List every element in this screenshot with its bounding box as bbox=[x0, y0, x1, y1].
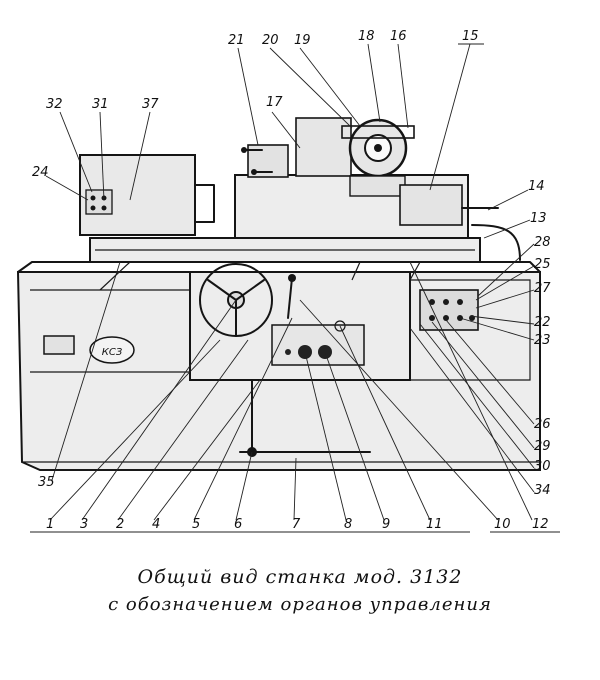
label-4: 4 bbox=[152, 517, 160, 532]
label-21: 21 bbox=[228, 33, 245, 48]
left-panel-window bbox=[43, 335, 75, 355]
label-14: 14 bbox=[528, 179, 545, 194]
label-16: 16 bbox=[390, 29, 407, 44]
label-1: 1 bbox=[46, 517, 54, 532]
label-31: 31 bbox=[92, 97, 109, 112]
panel-button[interactable] bbox=[429, 315, 435, 321]
label-25: 25 bbox=[534, 257, 551, 272]
label-37: 37 bbox=[142, 97, 159, 112]
label-35: 35 bbox=[38, 475, 55, 490]
headstock-panel bbox=[85, 189, 113, 215]
label-26: 26 bbox=[534, 417, 551, 432]
label-10: 10 bbox=[494, 517, 511, 532]
panel-button[interactable] bbox=[443, 315, 449, 321]
label-12: 12 bbox=[532, 517, 549, 532]
caption-line-1: Общий вид станка мод. 3132 bbox=[137, 566, 463, 588]
label-9: 9 bbox=[382, 517, 390, 532]
label-27: 27 bbox=[534, 281, 551, 296]
panel-button[interactable] bbox=[457, 299, 463, 305]
tailstock bbox=[399, 184, 463, 226]
label-24: 24 bbox=[32, 165, 49, 180]
label-29: 29 bbox=[534, 439, 551, 454]
emblem bbox=[89, 336, 135, 364]
label-20: 20 bbox=[262, 33, 279, 48]
label-28: 28 bbox=[534, 235, 551, 250]
label-8: 8 bbox=[344, 517, 352, 532]
control-lever[interactable] bbox=[287, 277, 293, 319]
label-18: 18 bbox=[358, 29, 375, 44]
label-5: 5 bbox=[192, 517, 200, 532]
label-19: 19 bbox=[294, 33, 311, 48]
label-3: 3 bbox=[80, 517, 88, 532]
part-labels: 21 20 19 18 16 15 32 31 37 17 24 14 13 2… bbox=[32, 29, 551, 532]
caption-line-2: с обозначением органов управления bbox=[108, 594, 492, 615]
label-11: 11 bbox=[426, 517, 443, 532]
panel-button[interactable] bbox=[429, 299, 435, 305]
callout-lines bbox=[30, 43, 560, 533]
emblem-text: КСЗ bbox=[102, 347, 123, 358]
label-6: 6 bbox=[234, 517, 242, 532]
label-32: 32 bbox=[46, 97, 63, 112]
label-34: 34 bbox=[534, 483, 551, 498]
coolant-pipe bbox=[471, 224, 521, 261]
label-7: 7 bbox=[292, 517, 301, 532]
machine-drawing: КСЗ bbox=[16, 117, 541, 471]
label-22: 22 bbox=[534, 315, 551, 330]
label-13: 13 bbox=[530, 211, 547, 226]
label-2: 2 bbox=[116, 517, 124, 532]
label-30: 30 bbox=[534, 459, 551, 474]
label-15: 15 bbox=[462, 29, 479, 44]
panel-button[interactable] bbox=[443, 299, 449, 305]
label-17: 17 bbox=[266, 95, 283, 110]
label-23: 23 bbox=[534, 333, 551, 348]
